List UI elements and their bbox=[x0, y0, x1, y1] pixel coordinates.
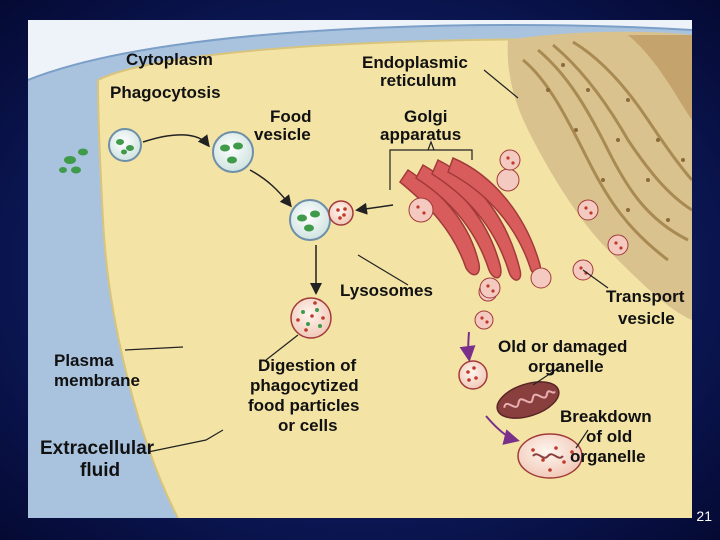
mitochondrion bbox=[496, 381, 560, 419]
label-plasma-membrane-line2: membrane bbox=[54, 371, 140, 390]
figure-frame: Cytoplasm Phagocytosis Endoplasmic retic… bbox=[28, 20, 692, 518]
label-transport-vesicle-line2: vesicle bbox=[618, 309, 675, 328]
label-digestion-line1: Digestion of bbox=[258, 356, 357, 375]
cell-illustration bbox=[28, 20, 692, 518]
label-lysosomes: Lysosomes bbox=[340, 281, 433, 300]
label-breakdown-line2: of old bbox=[586, 427, 633, 446]
label-golgi-line1: Golgi bbox=[404, 107, 448, 126]
slide-page-number: 21 bbox=[696, 508, 712, 524]
food-particles bbox=[59, 148, 88, 174]
label-breakdown-line1: Breakdown bbox=[560, 407, 652, 426]
label-endoplasmic-reticulum-line2: reticulum bbox=[380, 71, 457, 90]
label-transport-vesicle-line1: Transport bbox=[606, 287, 685, 306]
fusing-vesicle bbox=[289, 199, 331, 241]
golgi-apparatus bbox=[398, 156, 542, 281]
label-food-vesicle-line2: vesicle bbox=[254, 125, 311, 144]
food-vesicle bbox=[212, 131, 254, 173]
er-region bbox=[507, 31, 692, 320]
label-breakdown-line3: organelle bbox=[570, 447, 646, 466]
label-cytoplasm: Cytoplasm bbox=[126, 50, 213, 69]
label-endoplasmic-reticulum-line1: Endoplasmic bbox=[362, 53, 468, 72]
label-digestion-line4: or cells bbox=[278, 416, 338, 435]
label-digestion-line3: food particles bbox=[248, 396, 360, 415]
lysosome bbox=[328, 200, 354, 226]
label-old-organelle-line2: organelle bbox=[528, 357, 604, 376]
phagosome-forming bbox=[108, 128, 142, 162]
label-food-vesicle-line1: Food bbox=[270, 107, 312, 126]
label-golgi-line2: apparatus bbox=[380, 125, 462, 144]
label-extracellular-line1: Extracellular bbox=[40, 438, 155, 459]
digestion-vesicle bbox=[290, 297, 332, 339]
label-plasma-membrane-line1: Plasma bbox=[54, 351, 114, 370]
autophagosome bbox=[517, 433, 583, 479]
label-old-organelle-line1: Old or damaged bbox=[498, 337, 628, 356]
label-extracellular-line2: fluid bbox=[80, 460, 121, 481]
label-phagocytosis: Phagocytosis bbox=[110, 83, 221, 102]
label-digestion-line2: phagocytized bbox=[250, 376, 359, 395]
